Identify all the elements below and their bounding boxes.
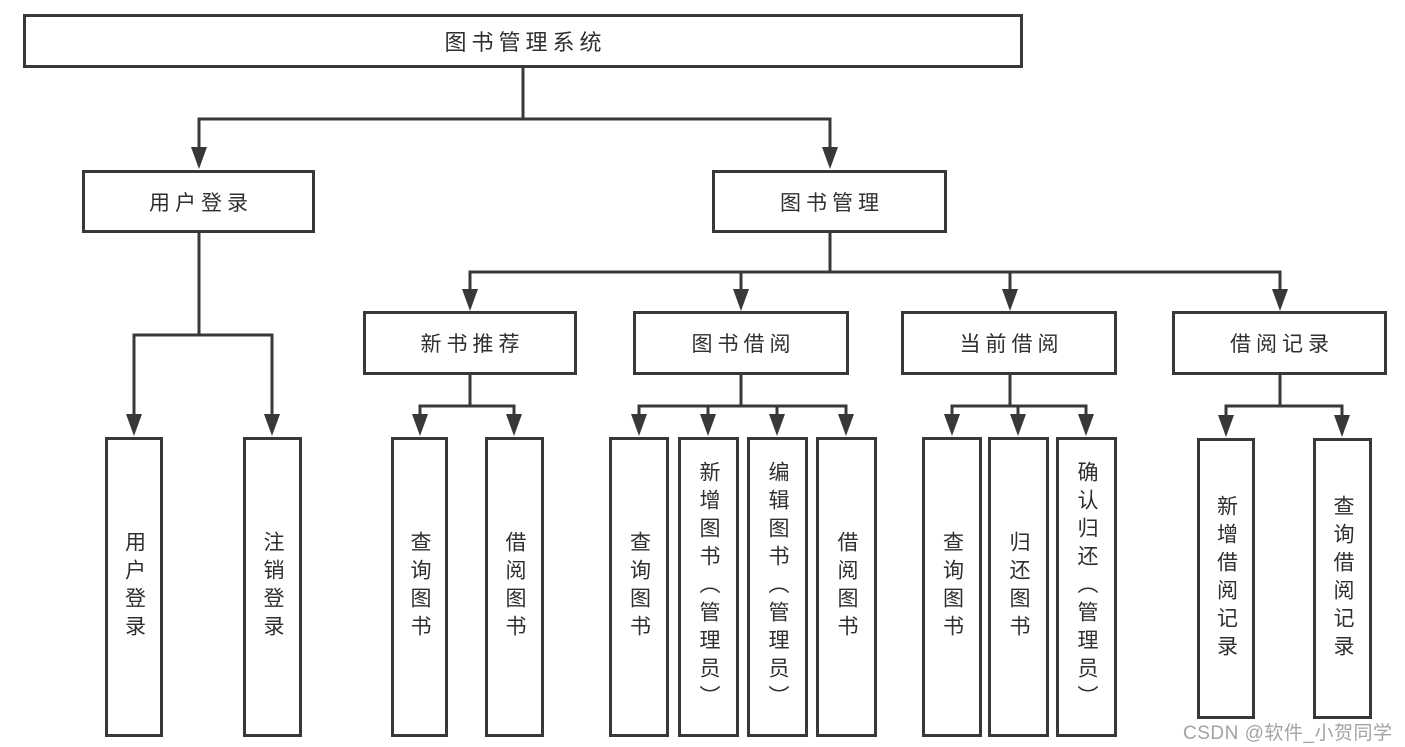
connector-book-borrow-children xyxy=(631,373,854,436)
leaf-return-book: 归还图书 xyxy=(988,437,1049,737)
leaf-add-borrow-record: 新增借阅记录 xyxy=(1197,438,1255,719)
node-label: 查询图书 xyxy=(627,531,651,643)
node-label: 图书借阅 xyxy=(691,333,796,356)
leaf-edit-book-admin: 编辑图书（管理员） xyxy=(747,437,808,737)
node-root-system: 图书管理系统 xyxy=(23,14,1023,68)
connector-current-borrow-children xyxy=(944,373,1094,436)
leaf-add-book-admin: 新增图书（管理员） xyxy=(678,437,739,737)
connector-borrow-records-children xyxy=(1218,373,1350,437)
leaf-user-login: 用户登录 xyxy=(105,437,163,737)
leaf-query-books-borrow: 查询图书 xyxy=(609,437,669,737)
node-label: 借阅图书 xyxy=(503,531,526,643)
node-user-login: 用户登录 xyxy=(82,170,315,233)
node-label: 借阅图书 xyxy=(835,531,858,643)
node-book-management: 图书管理 xyxy=(712,170,947,233)
node-label: 新书推荐 xyxy=(420,333,525,356)
node-label: 用户登录 xyxy=(122,531,146,643)
connector-book-management-children xyxy=(462,231,1288,311)
leaf-borrow-books: 借阅图书 xyxy=(816,437,877,737)
leaf-borrow-books-recommend: 借阅图书 xyxy=(485,437,544,737)
node-new-book-recommend: 新书推荐 xyxy=(363,311,577,375)
leaf-confirm-return-admin: 确认归还（管理员） xyxy=(1056,437,1117,737)
node-label: 查询图书 xyxy=(408,531,431,643)
node-label: 新增图书（管理员） xyxy=(697,461,720,713)
node-borrow-records: 借阅记录 xyxy=(1172,311,1387,375)
node-label: 归还图书 xyxy=(1007,531,1030,643)
connector-new-book-recommend-children xyxy=(412,373,522,436)
node-label: 确认归还（管理员） xyxy=(1075,461,1098,713)
node-label: 新增借阅记录 xyxy=(1214,494,1238,663)
node-current-borrow: 当前借阅 xyxy=(901,311,1117,375)
leaf-query-books-recommend: 查询图书 xyxy=(391,437,448,737)
node-book-borrow: 图书借阅 xyxy=(633,311,849,375)
node-label: 图书管理系统 xyxy=(444,30,607,55)
node-label: 查询借阅记录 xyxy=(1331,494,1354,663)
node-label: 图书管理 xyxy=(780,191,884,215)
leaf-query-borrow-record: 查询借阅记录 xyxy=(1313,438,1372,719)
node-label: 编辑图书（管理员） xyxy=(766,461,789,713)
node-label: 借阅记录 xyxy=(1230,333,1334,356)
connector-root-to-level2 xyxy=(191,66,838,169)
leaf-query-books-current: 查询图书 xyxy=(922,437,982,737)
node-label: 查询图书 xyxy=(940,531,964,643)
connector-user-login-children xyxy=(126,231,280,436)
csdn-watermark: CSDN @软件_小贺同学 xyxy=(1183,723,1393,744)
node-label: 用户登录 xyxy=(149,191,253,215)
leaf-logout-login: 注销登录 xyxy=(243,437,302,737)
node-label: 注销登录 xyxy=(261,531,284,643)
node-label: 当前借阅 xyxy=(959,333,1064,356)
